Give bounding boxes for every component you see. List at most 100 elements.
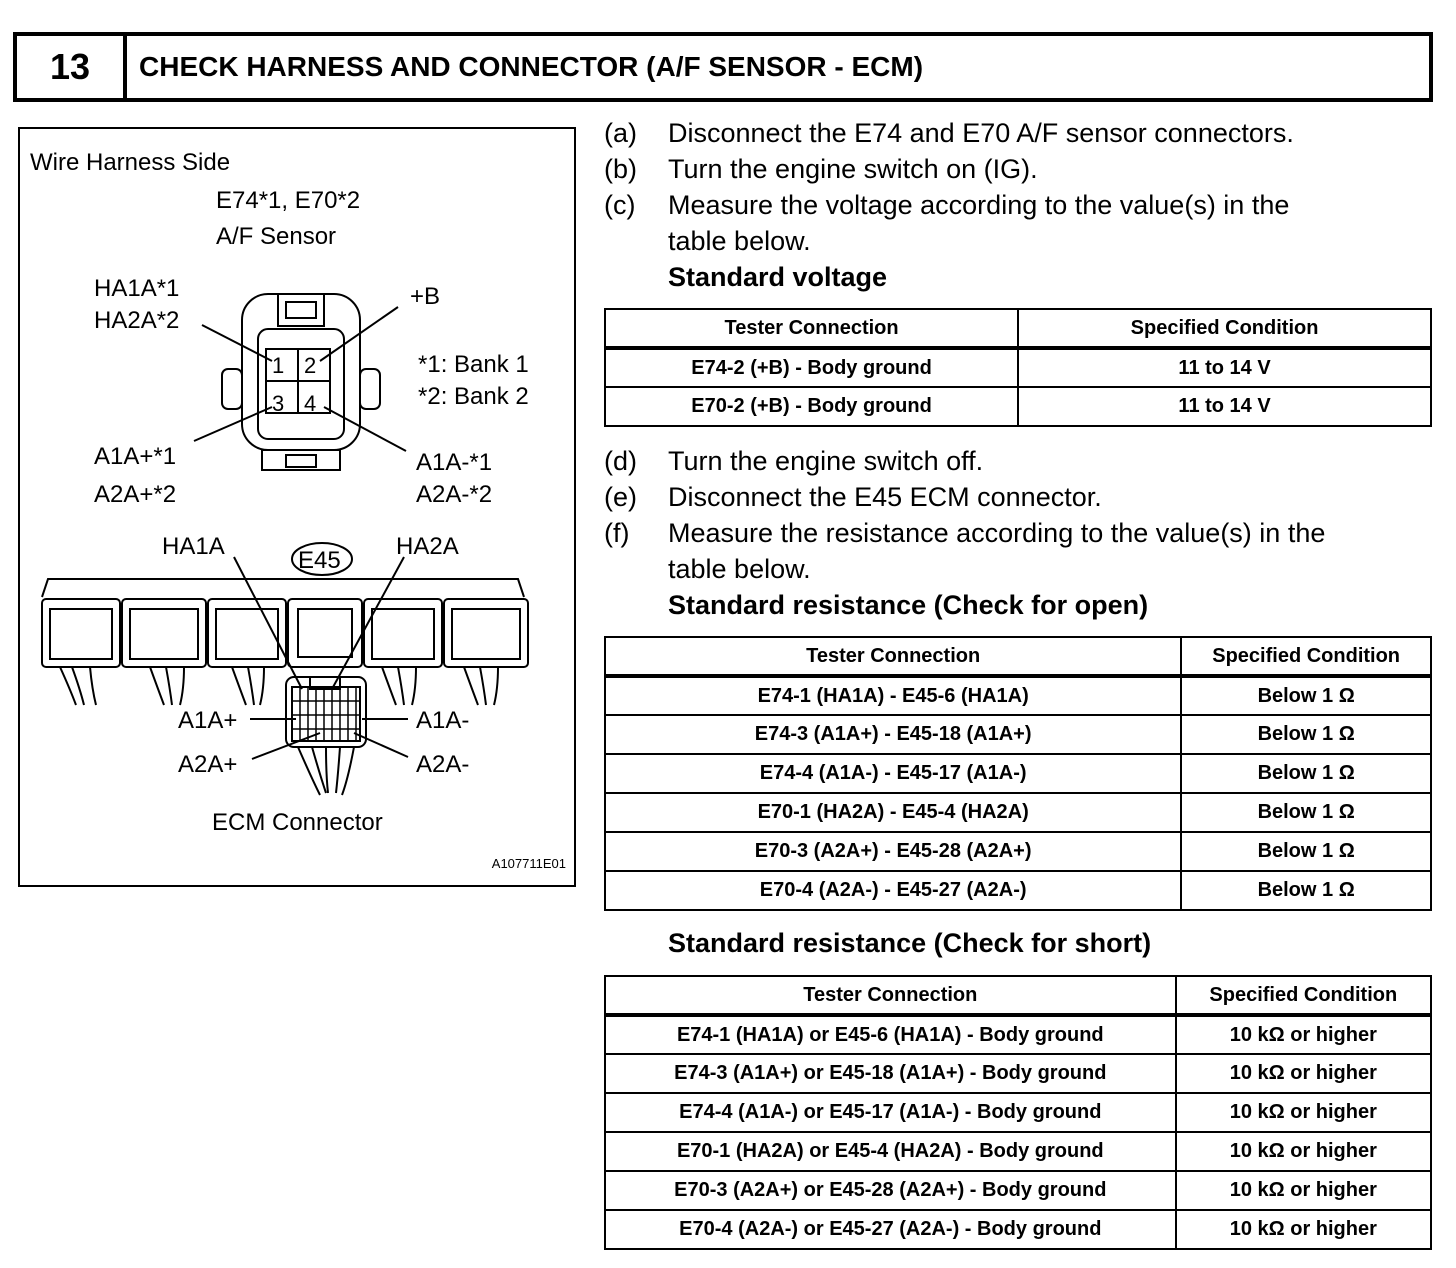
step-b-letter: (b) bbox=[604, 154, 637, 184]
e45-pin-grid bbox=[292, 687, 360, 741]
step-e-text: Disconnect the E45 ECM connector. bbox=[668, 482, 1102, 512]
open-cell: E70-1 (HA2A) - E45-4 (HA2A) bbox=[603, 792, 1183, 833]
leader-a1a-plus bbox=[193, 406, 273, 442]
note-bank-2: *2: Bank 2 bbox=[418, 383, 529, 410]
open-cell: Below 1 Ω bbox=[1180, 831, 1432, 872]
open-header-condition: Specified Condition bbox=[1180, 636, 1432, 678]
step-e: (e) Disconnect the E45 ECM connector. bbox=[604, 484, 1102, 511]
ecm-label-a2a-plus: A2A+ bbox=[178, 751, 238, 778]
step-number: 13 bbox=[17, 36, 127, 98]
voltage-cell: E74-2 (+B) - Body ground bbox=[603, 347, 1020, 388]
ecm-label-a1a-plus: A1A+ bbox=[178, 707, 238, 734]
pin-label-a1a-plus: A1A+*1 bbox=[94, 443, 177, 470]
short-cell: E74-4 (A1A-) or E45-17 (A1A-) - Body gro… bbox=[604, 1092, 1177, 1133]
leader-ha1a bbox=[201, 324, 273, 362]
ecm-label-a2a-minus: A2A- bbox=[416, 751, 470, 778]
open-header-connection: Tester Connection bbox=[603, 636, 1183, 678]
af-sensor-connector-inner bbox=[257, 328, 345, 440]
short-cell: 10 kΩ or higher bbox=[1174, 1053, 1433, 1094]
pin-number-3: 3 bbox=[272, 391, 285, 416]
short-cell: 10 kΩ or higher bbox=[1174, 1092, 1433, 1133]
voltage-cell: 11 to 14 V bbox=[1017, 347, 1432, 388]
table-row: E74-2 (+B) - Body ground 11 to 14 V bbox=[603, 347, 1432, 388]
step-d: (d) Turn the engine switch off. bbox=[604, 448, 983, 475]
table-row: E74-4 (A1A-) - E45-17 (A1A-)Below 1 Ω bbox=[603, 753, 1432, 794]
short-table: Tester Connection Specified Condition E7… bbox=[604, 975, 1433, 1250]
table-row: E74-3 (A1A+) - E45-18 (A1A+)Below 1 Ω bbox=[603, 714, 1432, 755]
step-c: (c) Measure the voltage according to the… bbox=[604, 192, 1289, 219]
step-c-cont: table below. bbox=[604, 228, 811, 255]
short-cell: 10 kΩ or higher bbox=[1174, 1131, 1433, 1172]
short-cell: E70-4 (A2A-) or E45-27 (A2A-) - Body gro… bbox=[604, 1209, 1177, 1250]
step-f-letter: (f) bbox=[604, 518, 630, 548]
step-c-text-2: table below. bbox=[668, 226, 811, 256]
open-cell: Below 1 Ω bbox=[1180, 675, 1432, 716]
leader-ecm-a2a-minus bbox=[353, 732, 409, 758]
step-e-letter: (e) bbox=[604, 482, 637, 512]
ecm-label-ha2a: HA2A bbox=[396, 533, 459, 560]
step-a: (a) Disconnect the E74 and E70 A/F senso… bbox=[604, 120, 1294, 147]
short-cell: E74-3 (A1A+) or E45-18 (A1A+) - Body gro… bbox=[604, 1053, 1177, 1094]
e45-latch bbox=[309, 676, 341, 690]
e45-oval bbox=[291, 542, 353, 576]
table-row: E74-1 (HA1A) - E45-6 (HA1A)Below 1 Ω bbox=[603, 675, 1432, 716]
short-cell: E74-1 (HA1A) or E45-6 (HA1A) - Body grou… bbox=[604, 1014, 1177, 1055]
pin-label-ha1a: HA1A*1 bbox=[94, 275, 180, 302]
short-cell: E70-3 (A2A+) or E45-28 (A2A+) - Body gro… bbox=[604, 1170, 1177, 1211]
pin-label-plus-b: +B bbox=[410, 283, 441, 310]
ecm-label-ha1a: HA1A bbox=[162, 533, 225, 560]
step-b-text: Turn the engine switch on (IG). bbox=[668, 154, 1038, 184]
pin-number-2: 2 bbox=[304, 353, 317, 378]
short-cell: 10 kΩ or higher bbox=[1174, 1170, 1433, 1211]
leader-ecm-ha1a bbox=[233, 556, 303, 690]
af-sensor-side-tab-right bbox=[359, 368, 381, 410]
af-sensor-bottom-tab bbox=[261, 449, 341, 471]
ecm-label-a1a-minus: A1A- bbox=[416, 707, 470, 734]
step-a-letter: (a) bbox=[604, 118, 637, 148]
step-d-text: Turn the engine switch off. bbox=[668, 446, 984, 476]
open-table: Tester Connection Specified Condition E7… bbox=[603, 636, 1432, 911]
short-cell: E70-1 (HA2A) or E45-4 (HA2A) - Body grou… bbox=[604, 1131, 1177, 1172]
connector-diagram bbox=[41, 293, 529, 796]
ecm-housing-outline bbox=[41, 578, 525, 598]
step-c-text: Measure the voltage according to the val… bbox=[668, 190, 1290, 220]
table-row: E70-1 (HA2A) or E45-4 (HA2A) - Body grou… bbox=[604, 1131, 1433, 1172]
ecm-label-e45: E45 bbox=[298, 547, 341, 574]
ecm-connector-label: ECM Connector bbox=[212, 809, 383, 836]
wire-harness-side-label: Wire Harness Side bbox=[30, 149, 231, 176]
voltage-table: Tester Connection Specified Condition E7… bbox=[603, 308, 1432, 427]
open-cell: Below 1 Ω bbox=[1180, 753, 1432, 794]
leader-plus-b bbox=[319, 306, 399, 362]
voltage-header-condition: Specified Condition bbox=[1017, 308, 1432, 350]
step-title: CHECK HARNESS AND CONNECTOR (A/F SENSOR … bbox=[139, 51, 924, 82]
short-cell: 10 kΩ or higher bbox=[1174, 1014, 1433, 1055]
af-sensor-side-tab-left bbox=[221, 368, 243, 410]
pin-cavity-4 bbox=[297, 380, 331, 414]
open-cell: E70-4 (A2A-) - E45-27 (A2A-) bbox=[603, 870, 1183, 911]
short-header-connection: Tester Connection bbox=[604, 975, 1177, 1017]
open-cell: E74-3 (A1A+) - E45-18 (A1A+) bbox=[603, 714, 1183, 755]
ecm-connector-blocks bbox=[41, 598, 529, 668]
table-row: E70-3 (A2A+) - E45-28 (A2A+)Below 1 Ω bbox=[603, 831, 1432, 872]
open-cell: E74-4 (A1A-) - E45-17 (A1A-) bbox=[603, 753, 1183, 794]
open-cell: E70-3 (A2A+) - E45-28 (A2A+) bbox=[603, 831, 1183, 872]
connector-name-label: A/F Sensor bbox=[216, 223, 337, 250]
step-header: 13 CHECK HARNESS AND CONNECTOR (A/F SENS… bbox=[13, 32, 1433, 102]
pin-label-a2a-plus: A2A+*2 bbox=[94, 481, 177, 508]
open-cell: E74-1 (HA1A) - E45-6 (HA1A) bbox=[603, 675, 1183, 716]
pin-number-1: 1 bbox=[272, 353, 285, 378]
pin-label-a1a-minus: A1A-*1 bbox=[416, 449, 493, 476]
voltage-cell: 11 to 14 V bbox=[1017, 386, 1432, 427]
step-b: (b) Turn the engine switch on (IG). bbox=[604, 156, 1038, 183]
voltage-header-connection: Tester Connection bbox=[603, 308, 1020, 350]
short-cell: 10 kΩ or higher bbox=[1174, 1209, 1433, 1250]
short-heading: Standard resistance (Check for short) bbox=[668, 928, 1152, 958]
pin-label-a2a-minus: A2A-*2 bbox=[416, 481, 493, 508]
step-a-text: Disconnect the E74 and E70 A/F sensor co… bbox=[668, 118, 1294, 148]
table-row: E70-3 (A2A+) or E45-28 (A2A+) - Body gro… bbox=[604, 1170, 1433, 1211]
step-f-text: Measure the resistance according to the … bbox=[668, 518, 1326, 548]
table-row: E74-1 (HA1A) or E45-6 (HA1A) - Body grou… bbox=[604, 1014, 1433, 1055]
step-d-letter: (d) bbox=[604, 446, 637, 476]
pin-number-4: 4 bbox=[304, 391, 317, 416]
e45-wire-bundle bbox=[297, 746, 355, 796]
